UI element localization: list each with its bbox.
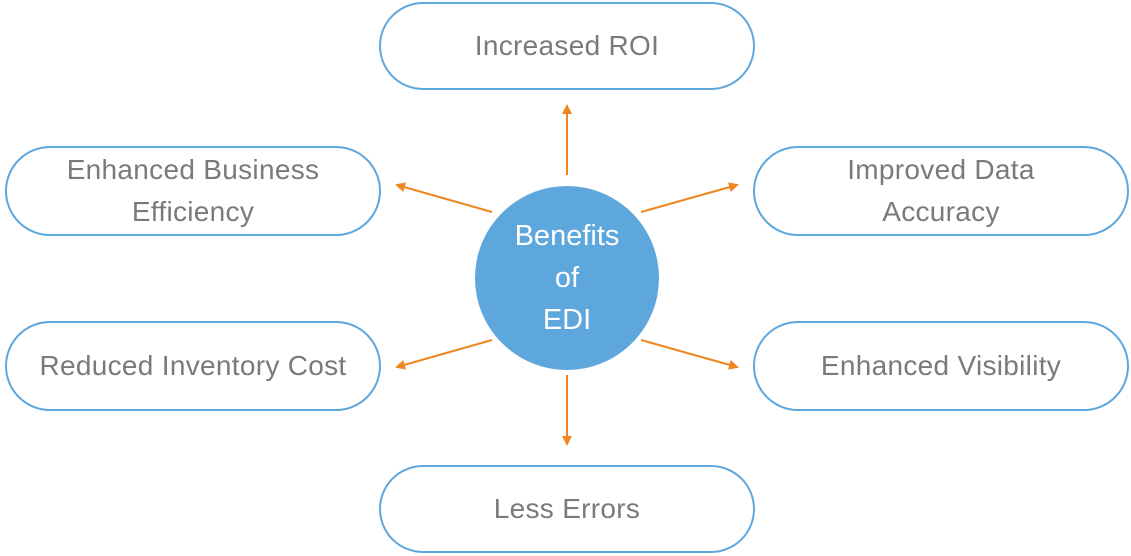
center-label: Benefits of EDI (514, 220, 620, 336)
arrow-to-upper-right (640, 182, 739, 213)
center-circle: Benefits of EDI (475, 186, 659, 370)
benefit-label: Reduced Inventory Cost (39, 350, 347, 381)
benefit-node-less-errors: Less Errors (379, 465, 755, 553)
arrow-to-lower-left (395, 339, 493, 370)
benefit-label: Increased ROI (474, 30, 660, 61)
benefit-label: Less Errors (493, 493, 641, 524)
benefit-label: Enhanced Business Efficiency (66, 154, 320, 227)
arrow-to-upper-left (395, 182, 493, 213)
benefit-node-enhanced-business-efficiency: Enhanced Business Efficiency (5, 146, 381, 236)
arrow-to-lower-right (640, 339, 739, 370)
benefit-node-enhanced-visibility: Enhanced Visibility (753, 321, 1129, 411)
benefit-node-increased-roi: Increased ROI (379, 2, 755, 90)
benefit-node-improved-data-accuracy: Improved Data Accuracy (753, 146, 1129, 236)
benefit-label: Enhanced Visibility (820, 350, 1062, 381)
benefit-label: Improved Data Accuracy (847, 154, 1035, 227)
benefit-node-reduced-inventory-cost: Reduced Inventory Cost (5, 321, 381, 411)
